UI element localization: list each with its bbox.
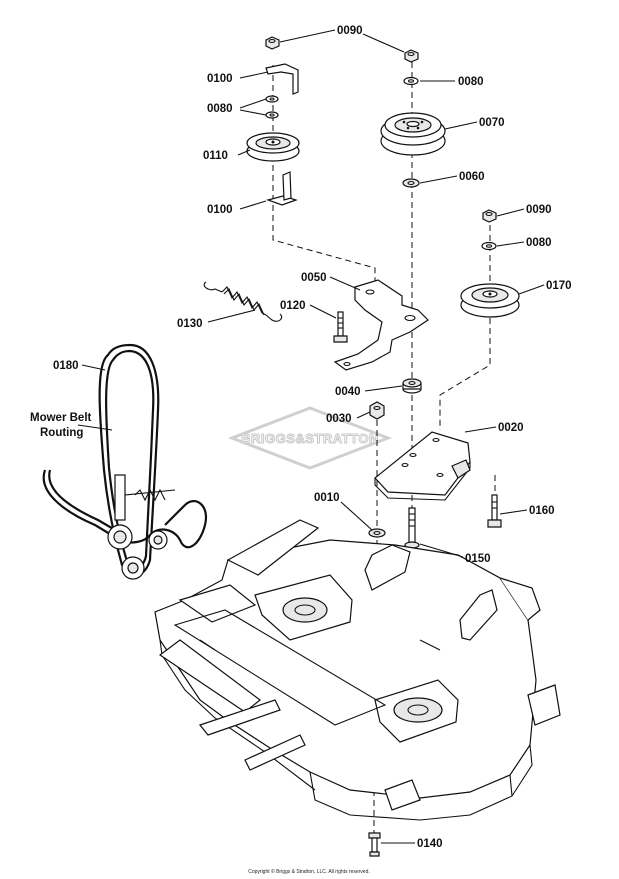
washer-0080-right (403, 76, 419, 86)
nut-0090-right (404, 49, 419, 63)
callout-0100-bottom: 0100 (207, 204, 233, 216)
callout-0080-right: 0080 (458, 76, 484, 88)
nut-0090-left (265, 36, 280, 50)
callout-0120: 0120 (280, 300, 306, 312)
callout-0030: 0030 (326, 413, 352, 425)
watermark-text: BRIGGS&STRATTON (241, 431, 379, 446)
bracket-0100-top (265, 63, 299, 95)
bolt-0160 (487, 494, 502, 528)
spacer-0040 (402, 378, 422, 394)
leader-lines (77, 29, 545, 844)
copyright-notice: Copyright © Briggs & Stratton, LLC. All … (248, 868, 370, 875)
belt-routing-title-line2: Routing (40, 427, 83, 439)
callout-0130: 0130 (177, 318, 203, 330)
pulley-0110 (246, 132, 300, 162)
nut-0090-lower-right (482, 209, 497, 223)
belt-routing-title-line1: Mower Belt (30, 412, 92, 424)
pulley-0070 (380, 112, 446, 156)
callout-0060: 0060 (459, 171, 485, 183)
callout-0080-lower: 0080 (526, 237, 552, 249)
belt-routing-inset (42, 343, 208, 580)
callout-0010: 0010 (314, 492, 340, 504)
callout-0150: 0150 (465, 553, 491, 565)
callout-0070: 0070 (479, 117, 505, 129)
callout-0170: 0170 (546, 280, 572, 292)
bolt-0140 (368, 832, 381, 857)
callout-0180: 0180 (53, 360, 79, 372)
spring-0130 (203, 281, 283, 322)
pulley-0170 (460, 283, 520, 318)
callout-0090-right: 0090 (526, 204, 552, 216)
callout-0050: 0050 (301, 272, 327, 284)
washer-0010 (368, 528, 386, 538)
washer-0080-left-b (265, 111, 279, 119)
washer-0080-lower-right (481, 241, 497, 251)
nut-0030 (369, 401, 385, 420)
callout-0040: 0040 (335, 386, 361, 398)
callout-0160: 0160 (529, 505, 555, 517)
mounting-plate-0020 (374, 431, 471, 501)
callout-labels: 0090 0100 0080 0080 0070 0110 0060 0100 … (30, 25, 572, 875)
callout-0100-top: 0100 (207, 73, 233, 85)
callout-0080-left: 0080 (207, 103, 233, 115)
callout-0020: 0020 (498, 422, 524, 434)
mower-deck (154, 519, 561, 821)
bolt-0120 (333, 311, 348, 343)
bracket-0100-bottom (265, 171, 298, 206)
bolt-0150 (404, 507, 420, 549)
idler-arm-0050 (333, 279, 429, 371)
washer-0080-left-a (265, 95, 279, 103)
washer-0060 (402, 178, 420, 188)
callout-0110: 0110 (203, 150, 228, 162)
briggs-stratton-watermark: BRIGGS&STRATTON (227, 406, 393, 470)
callout-0140: 0140 (417, 838, 443, 850)
callout-0090-left: 0090 (337, 25, 363, 37)
